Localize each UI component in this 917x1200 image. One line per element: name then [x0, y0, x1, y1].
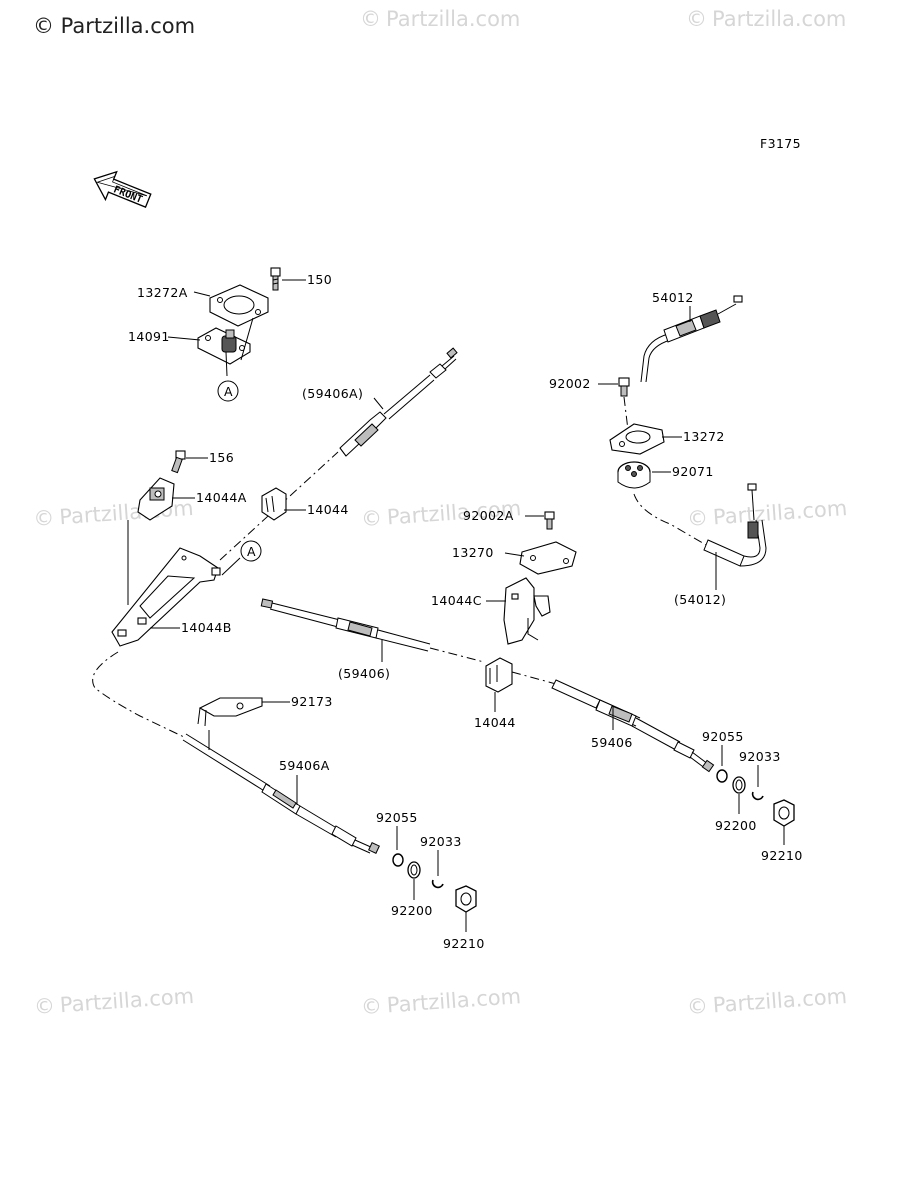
- callout-circle-a-top: A: [217, 380, 239, 402]
- washer-92200-left[interactable]: [407, 861, 421, 879]
- watermark-bottom-left: © Partzilla.com: [33, 984, 195, 1019]
- label-92210-right[interactable]: 92210: [761, 848, 803, 863]
- leader-13272A: [193, 291, 211, 297]
- label-150[interactable]: 150: [307, 272, 332, 287]
- svg-text:Partzilla.com: Partzilla.com: [712, 7, 846, 31]
- label-14044-top[interactable]: 14044: [307, 502, 349, 517]
- cable-59406A-lower[interactable]: [92, 651, 380, 854]
- label-92210-left[interactable]: 92210: [443, 936, 485, 951]
- svg-text:©: ©: [360, 994, 383, 1019]
- svg-text:©: ©: [686, 7, 707, 31]
- label-59406[interactable]: 59406: [591, 735, 633, 750]
- svg-text:Partzilla.com: Partzilla.com: [712, 984, 848, 1017]
- cable-54012-lower[interactable]: [633, 483, 767, 567]
- cable-59406-middle[interactable]: [260, 598, 485, 663]
- label-13270[interactable]: 13270: [452, 545, 494, 560]
- leader-13270: [504, 552, 525, 557]
- watermark-mid-right: © Partzilla.com: [686, 496, 848, 531]
- plate-13270[interactable]: [519, 541, 577, 575]
- label-59406-paren[interactable]: (59406): [338, 666, 390, 681]
- cable-59406A-upper[interactable]: [219, 347, 458, 561]
- bracket-14044C[interactable]: [503, 577, 551, 645]
- label-92002[interactable]: 92002: [549, 376, 591, 391]
- bolt-150[interactable]: [270, 267, 281, 291]
- leader-gasket-to-fitting: [240, 317, 254, 361]
- label-14044B[interactable]: 14044B: [181, 620, 232, 635]
- leader-14091: [167, 336, 201, 341]
- cable-54012[interactable]: [640, 295, 743, 383]
- label-59406A-paren[interactable]: (59406A): [302, 386, 363, 401]
- bracket-14044B[interactable]: [111, 547, 221, 647]
- label-54012-paren[interactable]: (54012): [674, 592, 726, 607]
- lock-washer-92033-left[interactable]: [431, 879, 444, 889]
- svg-text:Partzilla.com: Partzilla.com: [712, 496, 848, 529]
- svg-text:©: ©: [686, 506, 709, 531]
- label-14044-mid[interactable]: 14044: [474, 715, 516, 730]
- watermark-top-center: © Partzilla.com: [360, 7, 520, 31]
- leader-bolt-to-plate: [623, 396, 629, 431]
- label-92055-right[interactable]: 92055: [702, 729, 744, 744]
- svg-text:A: A: [224, 384, 233, 399]
- o-ring-92055-left[interactable]: [392, 853, 404, 867]
- svg-text:Partzilla.com: Partzilla.com: [386, 7, 520, 31]
- svg-text:©: ©: [686, 994, 709, 1019]
- svg-text:A: A: [247, 544, 256, 559]
- bolt-156[interactable]: [171, 450, 186, 474]
- watermark-top-right: © Partzilla.com: [686, 7, 846, 31]
- svg-text:Partzilla.com: Partzilla.com: [59, 496, 195, 529]
- leader-14091-to-A: [225, 351, 228, 377]
- cable-59406-right[interactable]: [511, 671, 715, 773]
- clamp-14044-mid[interactable]: [485, 657, 513, 693]
- nut-92210-left[interactable]: [455, 885, 477, 913]
- label-92071[interactable]: 92071: [672, 464, 714, 479]
- lock-washer-92033-right[interactable]: [751, 791, 764, 801]
- label-54012[interactable]: 54012: [652, 290, 694, 305]
- plate-13272[interactable]: [609, 423, 665, 455]
- svg-text:©: ©: [360, 506, 383, 531]
- watermark-top-left: © Partzilla.com: [33, 14, 195, 38]
- clamp-14044A[interactable]: [137, 477, 175, 521]
- leader-a-to-bracket: [221, 557, 241, 576]
- label-92173[interactable]: 92173: [291, 694, 333, 709]
- label-13272[interactable]: 13272: [683, 429, 725, 444]
- clip-92173[interactable]: [197, 697, 263, 727]
- label-14044C[interactable]: 14044C: [431, 593, 482, 608]
- clamp-14044-top[interactable]: [261, 487, 287, 521]
- watermark-layer: © Partzilla.com © Partzilla.com © Partzi…: [33, 7, 848, 1019]
- label-92055-left[interactable]: 92055: [376, 810, 418, 825]
- callout-circle-a-mid: A: [240, 540, 262, 562]
- label-59406A[interactable]: 59406A: [279, 758, 330, 773]
- fitting-14091[interactable]: [197, 327, 251, 365]
- nut-92210-right[interactable]: [773, 799, 795, 827]
- svg-text:©: ©: [33, 506, 56, 531]
- watermark-bottom-center: © Partzilla.com: [360, 984, 522, 1019]
- label-156[interactable]: 156: [209, 450, 234, 465]
- svg-text:©: ©: [33, 994, 56, 1019]
- label-13272A[interactable]: 13272A: [137, 285, 188, 300]
- label-14044A[interactable]: 14044A: [196, 490, 247, 505]
- gasket-13272A[interactable]: [209, 284, 269, 327]
- label-92033-left[interactable]: 92033: [420, 834, 462, 849]
- svg-text:©: ©: [360, 7, 381, 31]
- figure-code: F3175: [760, 136, 801, 151]
- label-92033-right[interactable]: 92033: [739, 749, 781, 764]
- label-92200-left[interactable]: 92200: [391, 903, 433, 918]
- o-ring-92055-right[interactable]: [716, 769, 728, 783]
- grommet-92071[interactable]: [617, 461, 651, 489]
- svg-text:Partzilla.com: Partzilla.com: [386, 984, 522, 1017]
- label-92002A[interactable]: 92002A: [463, 508, 514, 523]
- front-arrow-icon: FRONT: [93, 170, 152, 208]
- bolt-92002A[interactable]: [544, 511, 555, 530]
- leader-59406A-paren: [373, 397, 384, 410]
- watermark-bottom-right: © Partzilla.com: [686, 984, 848, 1019]
- bolt-92002[interactable]: [618, 377, 630, 397]
- svg-text:Partzilla.com: Partzilla.com: [59, 984, 195, 1017]
- washer-92200-right[interactable]: [732, 776, 746, 794]
- label-92200-right[interactable]: 92200: [715, 818, 757, 833]
- label-14091[interactable]: 14091: [128, 329, 170, 344]
